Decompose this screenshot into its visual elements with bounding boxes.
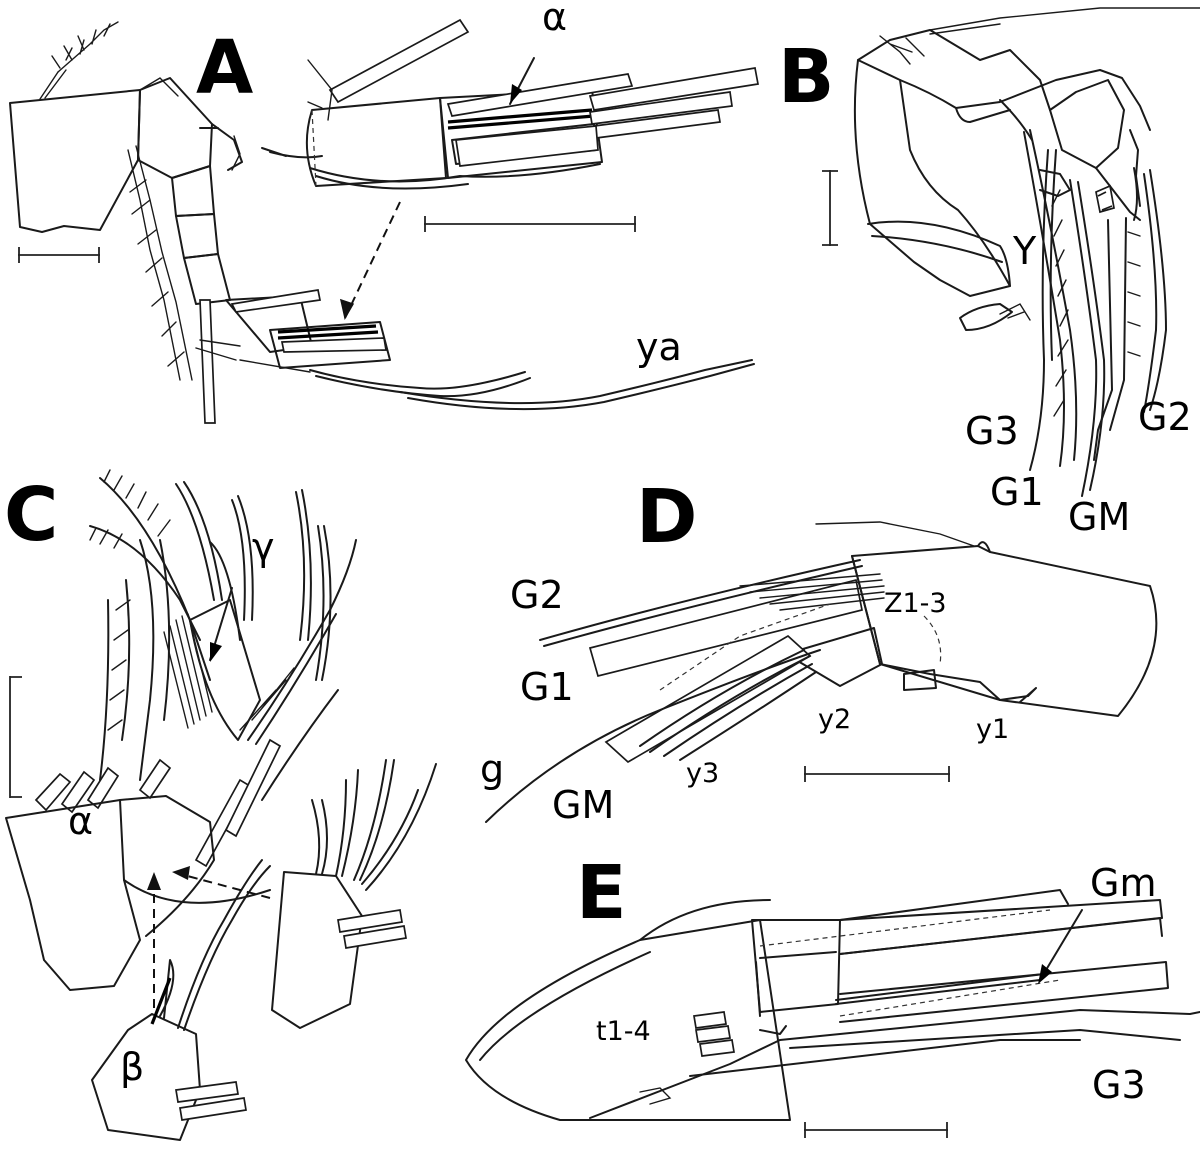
panel-c-label-alpha: α: [68, 799, 93, 843]
panel-d-scale-bar: [804, 766, 950, 782]
panel-c-dashed-arrow-diagonal: [179, 873, 271, 899]
panel-c: C: [4, 469, 437, 1141]
panel-b-label-Y: Y: [1012, 229, 1037, 273]
panel-b-letter: B: [778, 34, 834, 120]
panel-b-label-GM: GM: [1068, 495, 1130, 539]
panel-d-letter: D: [636, 474, 697, 560]
panel-c-scale-bar: [9, 676, 22, 798]
panel-a: A: [9, 0, 759, 424]
panel-d-label-GM: GM: [552, 783, 614, 827]
panel-a-scale-bar-right: [424, 216, 636, 232]
panel-e-label-t14: t1-4: [596, 1016, 651, 1047]
panel-e-letter: E: [576, 850, 627, 936]
panel-d-label-G1: G1: [520, 665, 574, 709]
panel-b: B: [778, 7, 1200, 539]
panel-a-label-alpha: α: [542, 0, 567, 39]
panel-c-label-gamma: γ: [252, 525, 275, 569]
panel-a-label-ya: ya: [636, 325, 682, 369]
panel-b-label-G1: G1: [990, 470, 1044, 514]
panel-d-label-y1: y1: [976, 714, 1009, 745]
panel-b-label-G3: G3: [965, 409, 1019, 453]
panel-d-label-y3: y3: [686, 758, 719, 789]
panel-e-label-Gm: Gm: [1090, 861, 1156, 905]
panel-e-scale-bar: [804, 1122, 948, 1138]
panel-e-label-G3: G3: [1092, 1063, 1146, 1107]
panel-a-appendage: [9, 21, 755, 424]
panel-d-label-G2: G2: [510, 573, 564, 617]
panel-b-appendage: [853, 7, 1200, 497]
panel-c-appendage: [5, 469, 437, 1141]
panel-b-label-G2: G2: [1138, 395, 1192, 439]
panel-d-label-y2: y2: [818, 704, 851, 735]
panel-d-label-g: g: [480, 747, 504, 791]
panel-a-scale-bar-left: [18, 247, 100, 263]
panel-e: E Gm t1-4 G3: [465, 850, 1200, 1138]
panel-c-letter: C: [4, 472, 58, 558]
panel-d: D G2 Z1-3 G1 g y2 y1 GM y3: [480, 474, 1158, 827]
panel-e-appendage: [465, 889, 1200, 1121]
panel-a-letter: A: [196, 25, 253, 111]
panel-c-label-beta: β: [120, 1045, 144, 1089]
panel-a-dashed-arrow: [344, 201, 401, 319]
panel-d-appendage: [485, 521, 1158, 823]
panel-d-label-Z13: Z1-3: [884, 588, 947, 619]
panel-a-enlarged-segment: [261, 18, 759, 190]
panel-b-scale-bar: [822, 170, 838, 246]
